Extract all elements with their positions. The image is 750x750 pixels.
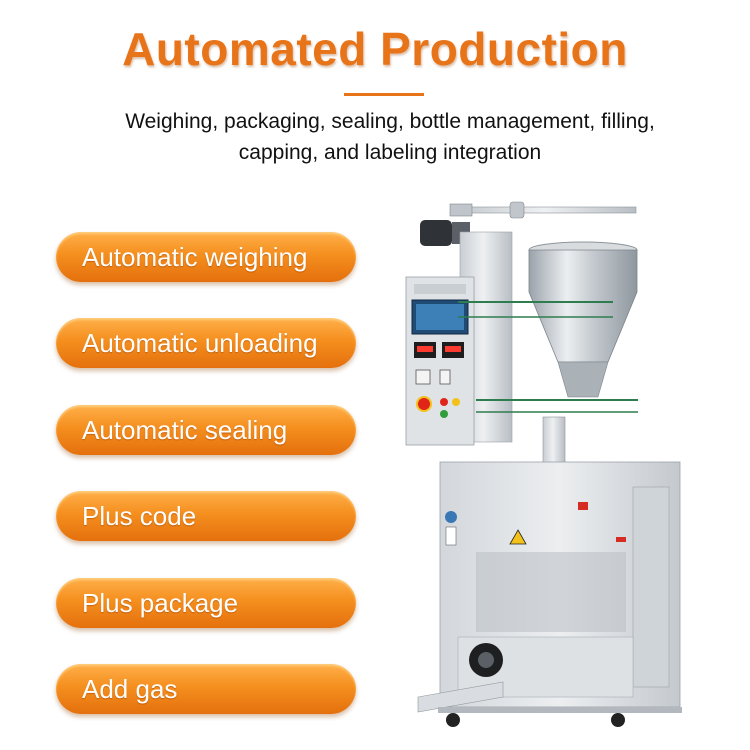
casters	[438, 707, 682, 727]
feature-pill-add-gas: Add gas	[56, 664, 356, 714]
feature-pill-plus-code: Plus code	[56, 491, 356, 541]
feature-pill-automatic-weighing: Automatic weighing	[56, 232, 356, 282]
lower-cabinet	[439, 461, 681, 708]
feature-pill-automatic-sealing: Automatic sealing	[56, 405, 356, 455]
hopper	[528, 241, 638, 398]
discharge-chute	[417, 681, 504, 713]
page-title: Automated Production	[122, 23, 628, 75]
subtitle-line-1: Weighing, packaging, sealing, bottle man…	[125, 110, 655, 133]
top-rod	[449, 201, 637, 219]
feature-pill-automatic-unloading: Automatic unloading	[56, 318, 356, 368]
subtitle-line-2: capping, and labeling integration	[238, 141, 542, 164]
feature-pill-plus-package: Plus package	[56, 578, 356, 628]
guide-rails	[458, 301, 638, 413]
control-panel	[405, 276, 475, 446]
packaging-machine-illustration	[405, 201, 682, 727]
title-underline	[344, 93, 424, 96]
